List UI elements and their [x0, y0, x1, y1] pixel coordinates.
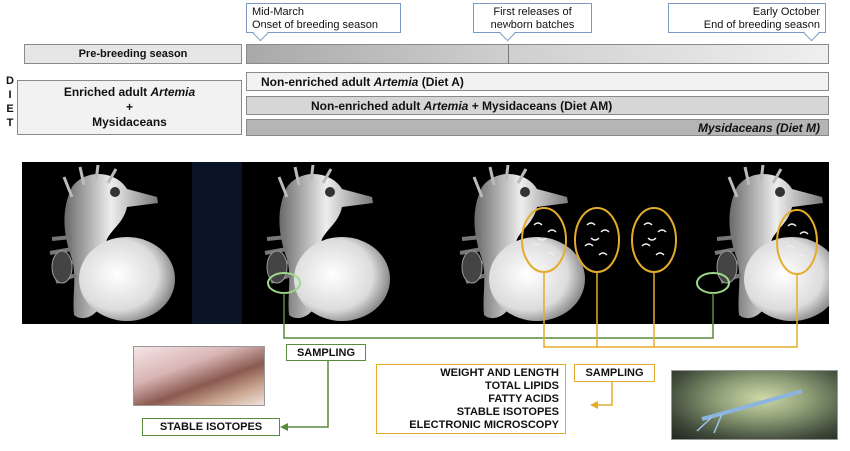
diet-letter-t: T	[6, 117, 14, 129]
callout-first-releases-line1: First releases of	[493, 6, 572, 18]
result-fatty-acids: FATTY ACIDS	[488, 393, 559, 405]
gold-connector-line	[543, 272, 798, 348]
diet-m-bar: Mysidaceans (Diet M)	[246, 119, 829, 136]
diet-side-label: D I E T	[4, 74, 16, 130]
result-weight-length: WEIGHT AND LENGTH	[440, 367, 559, 379]
callout-mid-march-line1: Mid-March	[252, 6, 304, 18]
callout-early-october-line2: End of breeding season	[703, 19, 820, 31]
diet-am-bar: Non-enriched adult Artemia + Mysidaceans…	[246, 96, 829, 115]
seahorse-image-strip	[22, 162, 842, 324]
mysid-shape	[696, 389, 803, 434]
enriched-line2: +	[125, 100, 133, 114]
callout-early-october: Early October End of breeding season	[668, 3, 826, 42]
callout-mid-march: Mid-March Onset of breeding season	[246, 3, 401, 42]
callout-mid-march-line2: Onset of breeding season	[252, 19, 378, 31]
diet-letter-i: I	[8, 89, 12, 101]
right-sampling-label: SAMPLING	[574, 364, 655, 382]
tissue-photo	[133, 346, 265, 406]
diet-m-label: Mysidaceans (Diet M)	[697, 120, 820, 135]
green-connector-line	[283, 293, 714, 339]
newborn-release-marker	[508, 44, 509, 64]
green-result-line	[286, 360, 329, 428]
diet-am-label: Non-enriched adult Artemia + Mysidaceans…	[311, 98, 613, 113]
callout-first-releases: First releases of newborn batches	[473, 3, 592, 42]
enriched-diet-box: Enriched adult Artemia + Mysidaceans	[17, 80, 242, 135]
gold-arrowhead	[590, 401, 598, 409]
seahorse-illustration	[48, 162, 842, 324]
mysid-photo	[671, 370, 838, 440]
diet-a-bar: Non-enriched adult Artemia (Diet A)	[246, 72, 829, 91]
result-stable-isotopes: STABLE ISOTOPES	[456, 406, 559, 418]
callout-first-releases-line2: newborn batches	[490, 19, 575, 31]
diet-a-label: Non-enriched adult Artemia (Diet A)	[261, 74, 464, 89]
diet-letter-e: E	[6, 103, 14, 115]
pre-breeding-bar: Pre-breeding season	[24, 44, 242, 64]
gold-result-line	[596, 380, 613, 406]
callout-early-october-line1: Early October	[752, 6, 820, 18]
pre-breeding-label: Pre-breeding season	[78, 48, 188, 60]
left-sampling-label: SAMPLING	[286, 344, 366, 361]
enriched-line3: Mysidaceans	[92, 115, 167, 129]
right-results-box: WEIGHT AND LENGTH TOTAL LIPIDS FATTY ACI…	[376, 364, 566, 434]
enriched-line1: Enriched adult Artemia	[63, 85, 196, 99]
gold-embryo-ellipse-4	[776, 209, 818, 275]
green-arrowhead	[280, 423, 288, 431]
left-stable-isotopes: STABLE ISOTOPES	[142, 418, 280, 436]
dark-blue-gap	[192, 162, 242, 324]
result-electronic-microscopy: ELECTRONIC MICROSCOPY	[409, 419, 559, 431]
diet-letter-d: D	[6, 75, 14, 87]
green-sample-ellipse-1	[267, 272, 301, 294]
green-sample-ellipse-2	[696, 272, 730, 294]
result-total-lipids: TOTAL LIPIDS	[485, 380, 559, 392]
breeding-season-bar	[246, 44, 829, 64]
embryo-marks	[531, 222, 809, 258]
